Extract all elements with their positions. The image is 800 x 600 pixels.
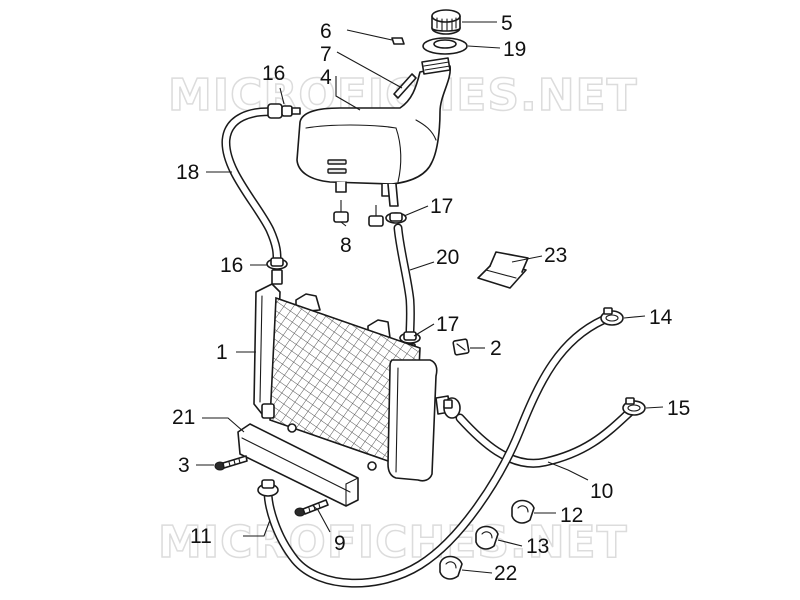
callout-6: 6 bbox=[320, 20, 332, 43]
screw-9 bbox=[294, 499, 329, 517]
hose-clamp-16-mid bbox=[266, 257, 288, 285]
callout-16-mid: 16 bbox=[220, 254, 243, 277]
callout-11: 11 bbox=[190, 525, 212, 548]
grommet-2 bbox=[452, 338, 470, 356]
callout-7: 7 bbox=[320, 43, 332, 66]
seal-ring bbox=[422, 37, 468, 55]
bracket-23 bbox=[477, 251, 529, 289]
callout-17-top: 17 bbox=[430, 195, 453, 218]
hose-clamp-16-top bbox=[267, 103, 301, 119]
clip-22 bbox=[439, 555, 463, 580]
callout-1: 1 bbox=[216, 341, 228, 364]
callout-22: 22 bbox=[494, 562, 517, 585]
callout-2: 2 bbox=[490, 337, 502, 360]
callout-14: 14 bbox=[649, 306, 673, 329]
radiator bbox=[253, 283, 451, 482]
callout-17-lower: 17 bbox=[436, 313, 459, 336]
watermark-bottom: MICROFICHES.NET bbox=[157, 516, 628, 569]
callout-12: 12 bbox=[560, 504, 583, 527]
leader-lines bbox=[196, 21, 664, 574]
callout-20: 20 bbox=[436, 246, 459, 269]
callout-10: 10 bbox=[590, 480, 613, 503]
hose-clamp-15 bbox=[622, 397, 646, 416]
screw-3 bbox=[214, 455, 248, 471]
clip-12 bbox=[511, 499, 535, 524]
callout-9: 9 bbox=[334, 532, 346, 555]
callout-16-top: 16 bbox=[262, 62, 285, 85]
callout-5: 5 bbox=[501, 12, 513, 35]
hose-11 bbox=[263, 315, 608, 588]
callout-21: 21 bbox=[172, 406, 195, 429]
clip-6 bbox=[391, 37, 405, 45]
expansion-tank bbox=[296, 57, 451, 207]
hose-clamp-11 bbox=[257, 479, 279, 497]
hose-clamp-outlet bbox=[443, 397, 461, 419]
callout-13: 13 bbox=[526, 535, 549, 558]
callout-labels: 1 2 3 4 5 6 7 8 9 10 11 12 13 14 15 16 1… bbox=[172, 12, 690, 585]
callout-19: 19 bbox=[503, 38, 526, 61]
callout-8: 8 bbox=[340, 234, 352, 257]
callout-4: 4 bbox=[320, 66, 332, 89]
clip-13 bbox=[475, 525, 499, 550]
callout-15: 15 bbox=[667, 397, 690, 420]
hose-10 bbox=[455, 407, 635, 468]
lower-bracket-21 bbox=[237, 423, 359, 507]
hose-20 bbox=[393, 223, 415, 337]
breather-pipe bbox=[393, 73, 417, 99]
callout-23: 23 bbox=[544, 244, 567, 267]
hose-18 bbox=[221, 107, 282, 267]
hose-clamp-17-top bbox=[385, 212, 407, 224]
callout-3: 3 bbox=[178, 454, 190, 477]
hose-clamp-14 bbox=[600, 307, 624, 326]
filler-cap bbox=[431, 9, 461, 35]
callout-18: 18 bbox=[176, 161, 199, 184]
